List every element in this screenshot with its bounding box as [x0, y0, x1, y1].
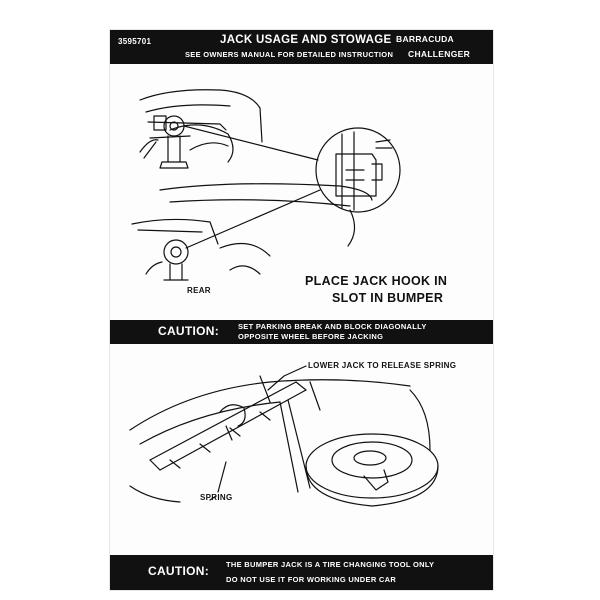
- instruction-line-2: SLOT IN BUMPER: [332, 291, 444, 305]
- leader-line-front: [183, 125, 319, 161]
- rear-car-drawing: [131, 183, 373, 281]
- jack-instruction-decal: 3595701 JACK USAGE AND STOWAGE SEE OWNER…: [110, 30, 493, 590]
- spring-label: SPRING: [200, 493, 233, 502]
- caution-text-line-1: SET PARKING BREAK AND BLOCK DIAGONALLY: [238, 322, 427, 331]
- caution-text-line-2: OPPOSITE WHEEL BEFORE JACKING: [238, 332, 384, 341]
- rear-label: REAR: [187, 286, 211, 295]
- front-car-drawing: [139, 89, 263, 169]
- jack-illustrations: [129, 89, 439, 507]
- lower-jack-label: LOWER JACK TO RELEASE SPRING: [308, 361, 457, 370]
- trunk-stowage-drawing: [129, 375, 439, 507]
- decal-title: JACK USAGE AND STOWAGE: [220, 34, 392, 46]
- leader-line-rear: [185, 189, 321, 249]
- hook-detail-drawing: [315, 127, 401, 213]
- caution-band-tool: CAUTION: THE BUMPER JACK IS A TIRE CHANG…: [110, 555, 493, 590]
- caution-text-line-2: DO NOT USE IT FOR WORKING UNDER CAR: [226, 575, 397, 584]
- caution-band-parking: CAUTION: SET PARKING BREAK AND BLOCK DIA…: [110, 320, 493, 344]
- caution-text-line-1: THE BUMPER JACK IS A TIRE CHANGING TOOL …: [226, 560, 435, 569]
- decal-subtitle: SEE OWNERS MANUAL FOR DETAILED INSTRUCTI…: [185, 50, 394, 59]
- model-barracuda: BARRACUDA: [396, 34, 454, 44]
- leader-line-spring: [209, 461, 227, 501]
- caution-label: CAUTION:: [158, 324, 220, 338]
- header-band: 3595701 JACK USAGE AND STOWAGE SEE OWNER…: [110, 30, 493, 64]
- caution-label: CAUTION:: [148, 564, 210, 578]
- instruction-line-1: PLACE JACK HOOK IN: [305, 274, 448, 288]
- model-challenger: CHALLENGER: [408, 49, 471, 59]
- leader-line-lower-jack: [267, 365, 307, 391]
- part-number: 3595701: [118, 37, 152, 46]
